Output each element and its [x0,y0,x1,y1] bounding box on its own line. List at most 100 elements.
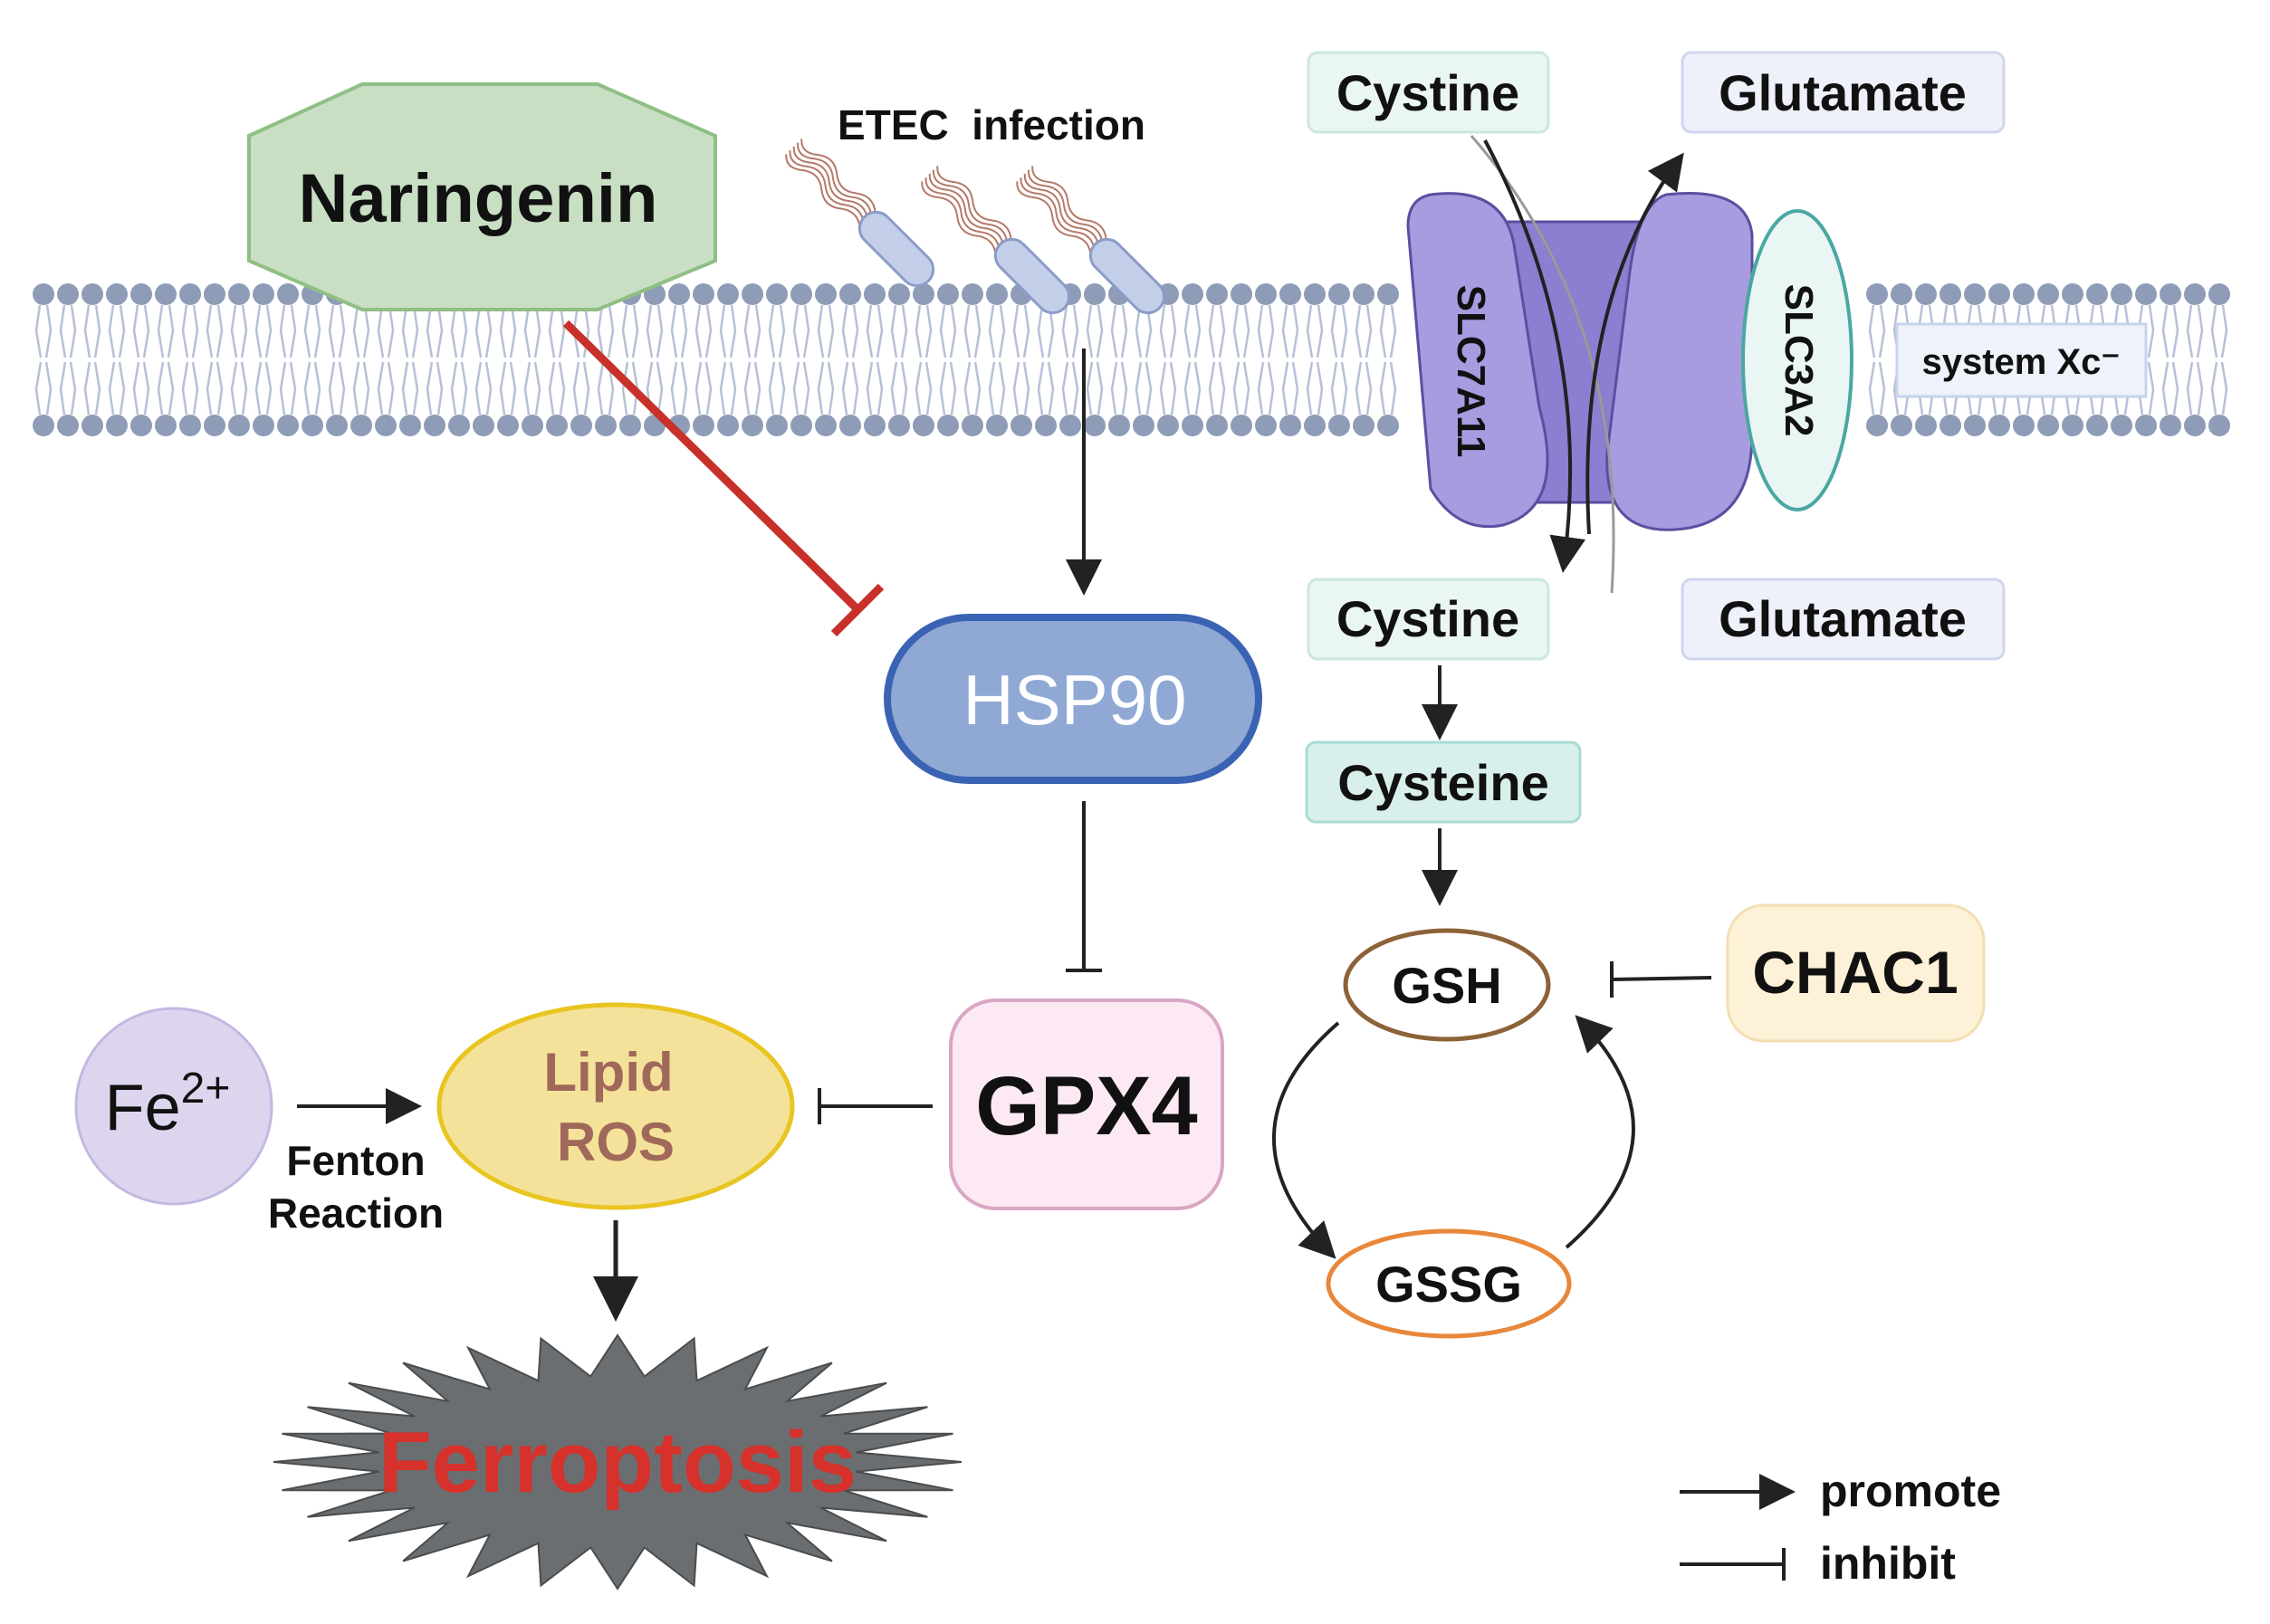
lipid-head [2013,415,2035,436]
lipid-head [742,415,763,436]
chac1-inhibit-line [1611,976,1712,981]
lipid-tail [890,304,908,416]
gpx4-label: GPX4 [975,1060,1197,1152]
lipid-head [693,283,714,305]
lipid-head [1304,415,1326,436]
bacterium-body [1088,237,1166,315]
glutamate-out-label: Glutamate [1719,64,1967,121]
lipid-head [106,415,128,436]
lipid-head [2086,283,2108,305]
lipid-tail [83,304,101,416]
lipid-tail [1306,304,1324,416]
cysteine-label: Cysteine [1337,754,1548,811]
lipid-head [766,283,788,305]
lipid-head [522,415,543,436]
naringenin-label: Naringenin [299,160,658,237]
lipid-tail [597,304,615,416]
lipid-tail [1012,304,1030,416]
lipid-tail [1208,304,1226,416]
lipid-tail [719,304,737,416]
cystine-out-box [1307,51,1550,134]
cystine-in-label: Cystine [1336,590,1519,647]
lipid-head [81,283,103,305]
gsh-to-gssg-arrow [1271,1021,1340,1259]
naringenin-inhibit-bar [830,583,885,637]
lipid-head [1940,415,1961,436]
gpx4-box [949,998,1224,1210]
lipid-tail [59,304,77,416]
lipid-head [815,283,837,305]
lipid-head [399,415,421,436]
lipid-head [2135,283,2157,305]
lipid-head [2062,283,2083,305]
lipid-head [1035,415,1057,436]
lipid-ros-ellipse [436,1002,795,1210]
lipid-head [913,415,934,436]
lipid-tail [1868,304,1886,416]
lipid-tail [2186,304,2204,416]
lipid-head [179,283,201,305]
flagellum [936,166,1012,240]
lipid-head [81,415,103,436]
lipid-head [1059,415,1081,436]
fe2-circle [74,1007,273,1206]
glutamate-in-label: Glutamate [1719,590,1967,647]
lipid-head [375,415,397,436]
lipid-head [228,283,250,305]
lipid-head [1182,415,1203,436]
slc7a11-right-lobe [1605,191,1754,531]
lipid-tail [743,304,761,416]
lipid-head [1328,283,1350,305]
lipid-tail [108,304,126,416]
lipid-head [497,415,519,436]
lipid-head [742,283,763,305]
gssg-to-gsh-arrow [1565,1015,1635,1249]
lipid-head [1377,283,1399,305]
lipid-tail [1281,304,1299,416]
lipid-head [1964,283,1986,305]
lipid-tail [279,304,297,416]
lipid-head [2037,415,2059,436]
lipid-tail [1086,304,1104,416]
fe-base: Fe [105,1072,181,1144]
lipid-head [790,415,812,436]
gsh-label: GSH [1392,957,1501,1014]
chac1-box [1726,903,1986,1043]
cell-membrane [33,283,2230,436]
lipid-tail [670,304,688,416]
lipid-tail [1355,304,1373,416]
lipid-head [33,415,54,436]
fenton-label: Fenton [286,1137,425,1184]
lipid-head [1353,415,1374,436]
lipid-tail [450,304,468,416]
lipid-head [1206,283,1228,305]
lipid-head [717,415,739,436]
lipid-head [57,283,79,305]
lipid-head [350,415,372,436]
lipid-head [815,415,837,436]
lipid-head [1231,415,1252,436]
lipid-head [1182,283,1203,305]
lipid-head [424,415,445,436]
lipid-tail [1037,304,1055,416]
lipid-head [1157,415,1179,436]
lipid-head [277,415,299,436]
lipid-tail [1183,304,1202,416]
lipid-head [277,283,299,305]
lipid-tail [181,304,199,416]
lipid-head [1328,415,1350,436]
lipid-head [1915,283,1937,305]
lipid-head [2160,415,2181,436]
lipid-label: Lipid [543,1042,673,1103]
lipid-head [326,415,348,436]
lipid-tail [572,304,590,416]
lipid-head [1940,283,1961,305]
lipid-head [2208,283,2230,305]
cystine-out-label: Cystine [1336,64,1519,121]
slc7a11-label: SLC7A11 [1449,285,1493,458]
lipid-head [253,415,274,436]
lipid-tail [2210,304,2228,416]
lipid-tail [254,304,273,416]
lipid-head [57,415,79,436]
